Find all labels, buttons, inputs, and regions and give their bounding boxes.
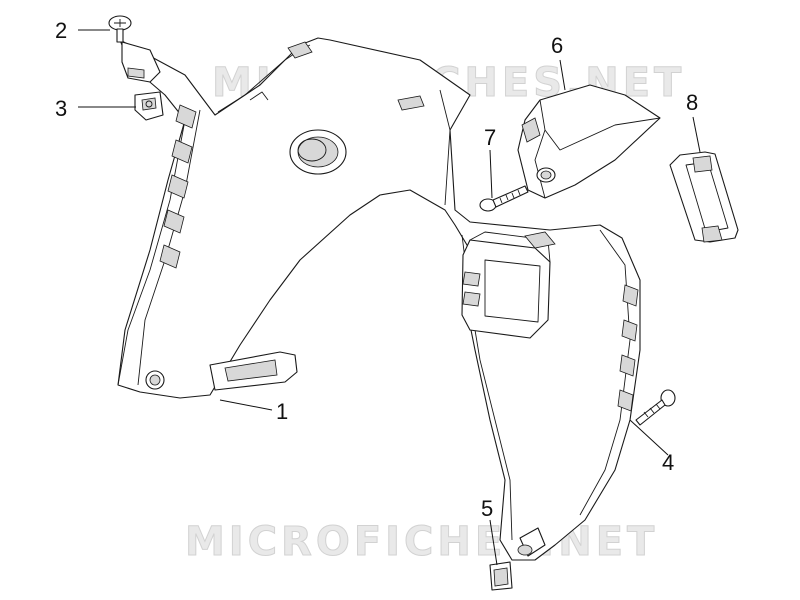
part-7-screw-small [479,185,529,212]
callout-6: 6 [551,33,563,58]
bottom-boss [517,527,546,557]
part-1-inner-shield [117,37,641,561]
leader-lines [78,29,701,566]
part-8-frame-ring [669,151,739,243]
callout-4: 4 [662,450,674,475]
grille-vents-right [617,284,639,412]
part-4-screw-right [635,389,676,426]
callout-5: 5 [481,496,493,521]
connector-box [461,231,556,339]
callout-labels: 1 2 3 4 5 6 7 8 [55,18,698,521]
part-6-cover-bracket [517,84,661,199]
top-tab-left [287,41,313,59]
grille-vents-left [159,104,197,269]
arrow-mark [249,91,269,101]
round-socket [289,129,347,175]
callout-8: 8 [686,90,698,115]
part-3-clip-nut [134,91,164,121]
callout-1: 1 [276,399,288,424]
top-tab-right [397,95,425,111]
callout-2: 2 [55,18,67,43]
callout-3: 3 [55,96,67,121]
part-5-clip-bottom [489,561,513,591]
small-plate [121,41,161,83]
lower-bracket [145,351,298,391]
callout-7: 7 [484,125,496,150]
watermark-bottom: MICROFICHES.NET [185,519,658,565]
part-2-screw-top [108,15,132,43]
